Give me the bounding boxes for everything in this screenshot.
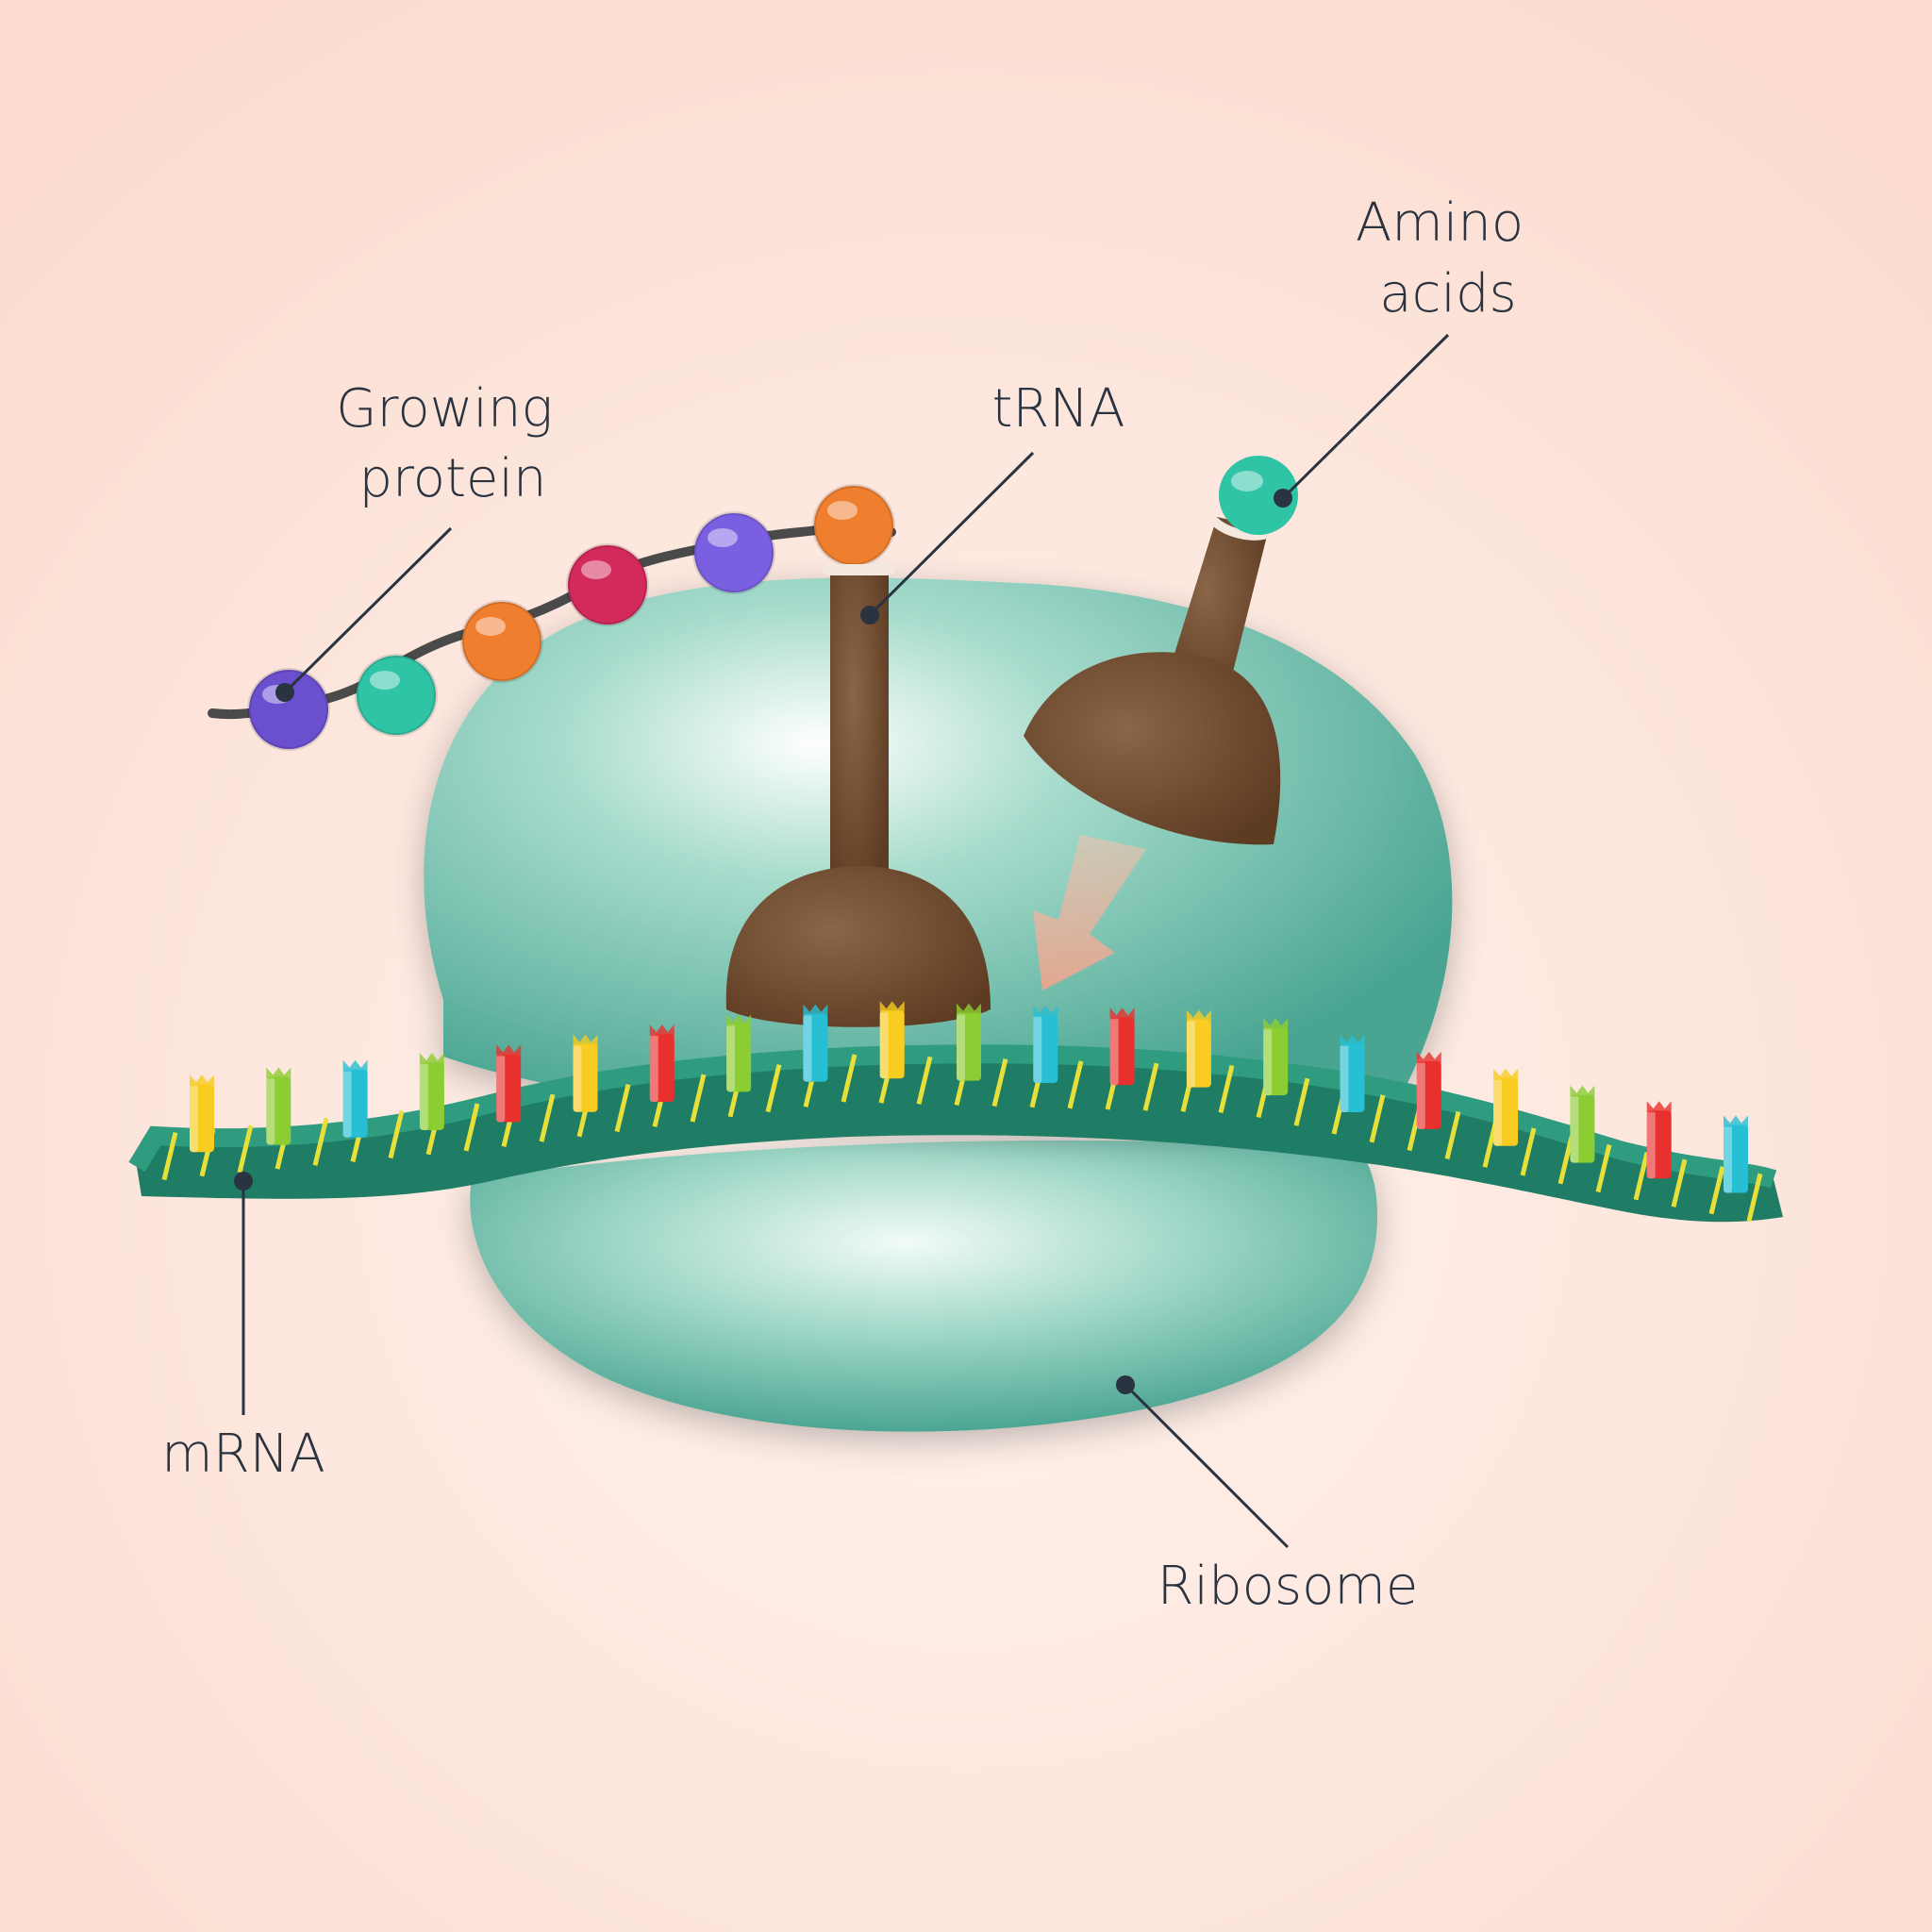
mrna-stripe <box>1595 1144 1612 1193</box>
mrna-stripe <box>765 1063 782 1113</box>
mrna-base <box>1109 1008 1135 1086</box>
mrna-stripe <box>1520 1127 1537 1176</box>
mrna-stripe <box>1671 1158 1688 1208</box>
protein-bead <box>812 484 895 567</box>
mrna-codons <box>190 1001 1748 1193</box>
protein-bead <box>247 668 330 751</box>
mrna-stripe <box>1746 1173 1763 1222</box>
mrna-stripe <box>1369 1094 1386 1143</box>
mrna-stripe <box>463 1103 480 1152</box>
mrna-stripe <box>1633 1152 1650 1201</box>
mrna-base <box>879 1001 905 1079</box>
amino-acids-label: Amino acids <box>1356 192 1541 325</box>
mrna-base <box>1186 1009 1211 1088</box>
mrna-stripe <box>841 1054 858 1103</box>
growing-protein-label: Growing protein <box>336 378 570 509</box>
mrna-stripe <box>1708 1166 1725 1215</box>
leader-lines <box>242 333 1450 1549</box>
mrna-stripe <box>1067 1060 1084 1109</box>
protein-bead <box>566 543 649 626</box>
mrna-stripe <box>1557 1136 1574 1185</box>
mrna-base <box>1646 1101 1672 1179</box>
mrna-base <box>266 1067 291 1145</box>
mrna-stripe <box>1293 1077 1310 1126</box>
mrna-base <box>342 1059 368 1138</box>
mrna-stripe <box>1444 1110 1461 1159</box>
mrna-base <box>726 1014 752 1092</box>
trna-docked <box>725 564 991 1027</box>
free-amino-acid <box>1219 456 1298 535</box>
mrna-stripe <box>916 1056 933 1105</box>
mrna-stripe <box>690 1074 707 1123</box>
ribosome-small-subunit <box>470 1140 1377 1432</box>
mrna-base <box>1416 1051 1441 1129</box>
mrna-base <box>1033 1005 1058 1083</box>
mrna-stripe <box>991 1058 1008 1108</box>
mrna-base <box>957 1003 981 1081</box>
mrna-base <box>419 1052 444 1130</box>
mrna-stripe <box>388 1109 405 1159</box>
ribosome-label: Ribosome <box>1158 1556 1419 1617</box>
trna-incoming <box>1024 517 1281 845</box>
mrna-label: mRNA <box>161 1424 325 1485</box>
mrna-base <box>1263 1018 1289 1096</box>
mrna-stripe <box>614 1083 631 1133</box>
protein-bead <box>355 654 438 737</box>
mrna-base <box>496 1044 522 1123</box>
mrna-stripe <box>237 1124 254 1174</box>
mrna-base <box>1340 1034 1365 1112</box>
mrna-base <box>803 1004 828 1082</box>
mrna-base <box>190 1074 214 1153</box>
mrna-strand <box>128 1001 1783 1223</box>
protein-bead <box>460 600 543 683</box>
incoming-arrow <box>1033 835 1146 991</box>
protein-bead <box>692 511 775 594</box>
leader-dots <box>234 489 1292 1394</box>
trna-label: tRNA <box>991 378 1124 440</box>
mrna-stripe <box>1218 1064 1235 1114</box>
mrna-stripe <box>1142 1062 1159 1111</box>
mrna-stripe <box>161 1131 178 1181</box>
mrna-base <box>573 1034 598 1112</box>
mrna-base <box>1493 1068 1519 1146</box>
mrna-base <box>1570 1085 1595 1163</box>
mrna-base <box>649 1024 675 1103</box>
mrna-base <box>1724 1115 1748 1193</box>
mrna-stripe <box>312 1117 329 1166</box>
mrna-stripe <box>539 1093 556 1142</box>
